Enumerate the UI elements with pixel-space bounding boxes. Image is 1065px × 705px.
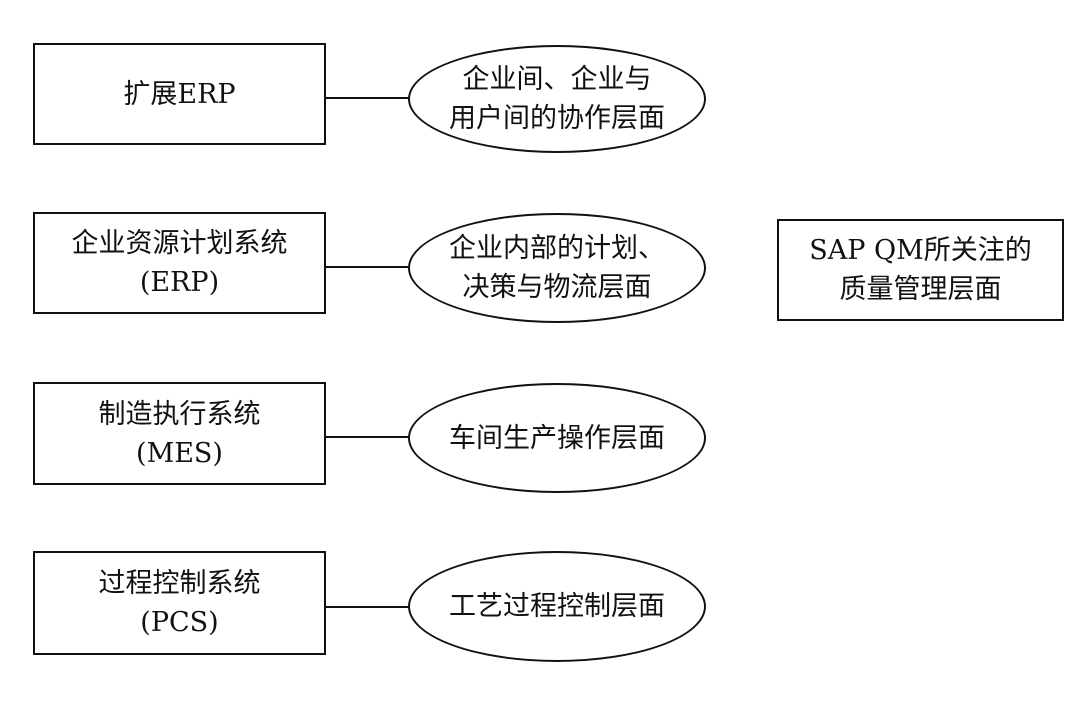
system-box-mes: 制造执行系统 (MES)	[33, 382, 326, 485]
system-box-erp: 企业资源计划系统 (ERP)	[33, 212, 326, 314]
layer-ellipse-label-line2: 决策与物流层面	[462, 272, 652, 303]
system-box-label-line2: (MES)	[136, 437, 223, 469]
layer-ellipse-label-line1: 企业内部的计划、	[449, 233, 665, 264]
sap-qm-box: SAP QM所关注的 质量管理层面	[777, 219, 1064, 321]
layer-ellipse-planning: 企业内部的计划、 决策与物流层面	[408, 213, 706, 323]
sap-qm-label-line1: SAP QM所关注的	[809, 235, 1032, 266]
layer-ellipse-process-control: 工艺过程控制层面	[408, 551, 706, 662]
connector-line	[326, 606, 410, 608]
system-box-label: 扩展ERP	[123, 78, 236, 110]
layer-ellipse-label: 车间生产操作层面	[449, 422, 665, 454]
layer-ellipse-collaboration: 企业间、企业与 用户间的协作层面	[408, 45, 706, 153]
system-box-label-line2: (PCS)	[140, 607, 219, 638]
layer-ellipse-workshop: 车间生产操作层面	[408, 383, 706, 493]
system-box-label-line1: 企业资源计划系统	[71, 228, 288, 259]
connector-line	[326, 436, 410, 438]
layer-ellipse-label: 工艺过程控制层面	[449, 591, 665, 622]
system-box-extended-erp: 扩展ERP	[33, 43, 326, 145]
system-box-label-line1: 过程控制系统	[98, 568, 261, 599]
connector-line	[326, 97, 410, 99]
sap-qm-label-line2: 质量管理层面	[839, 274, 1002, 305]
layer-ellipse-label-line2: 用户间的协作层面	[449, 103, 665, 134]
connector-line	[326, 266, 410, 268]
system-box-label-line1: 制造执行系统	[98, 398, 261, 430]
system-box-label-line2: (ERP)	[139, 267, 220, 298]
layer-ellipse-label-line1: 企业间、企业与	[462, 64, 652, 95]
system-box-pcs: 过程控制系统 (PCS)	[33, 551, 326, 655]
